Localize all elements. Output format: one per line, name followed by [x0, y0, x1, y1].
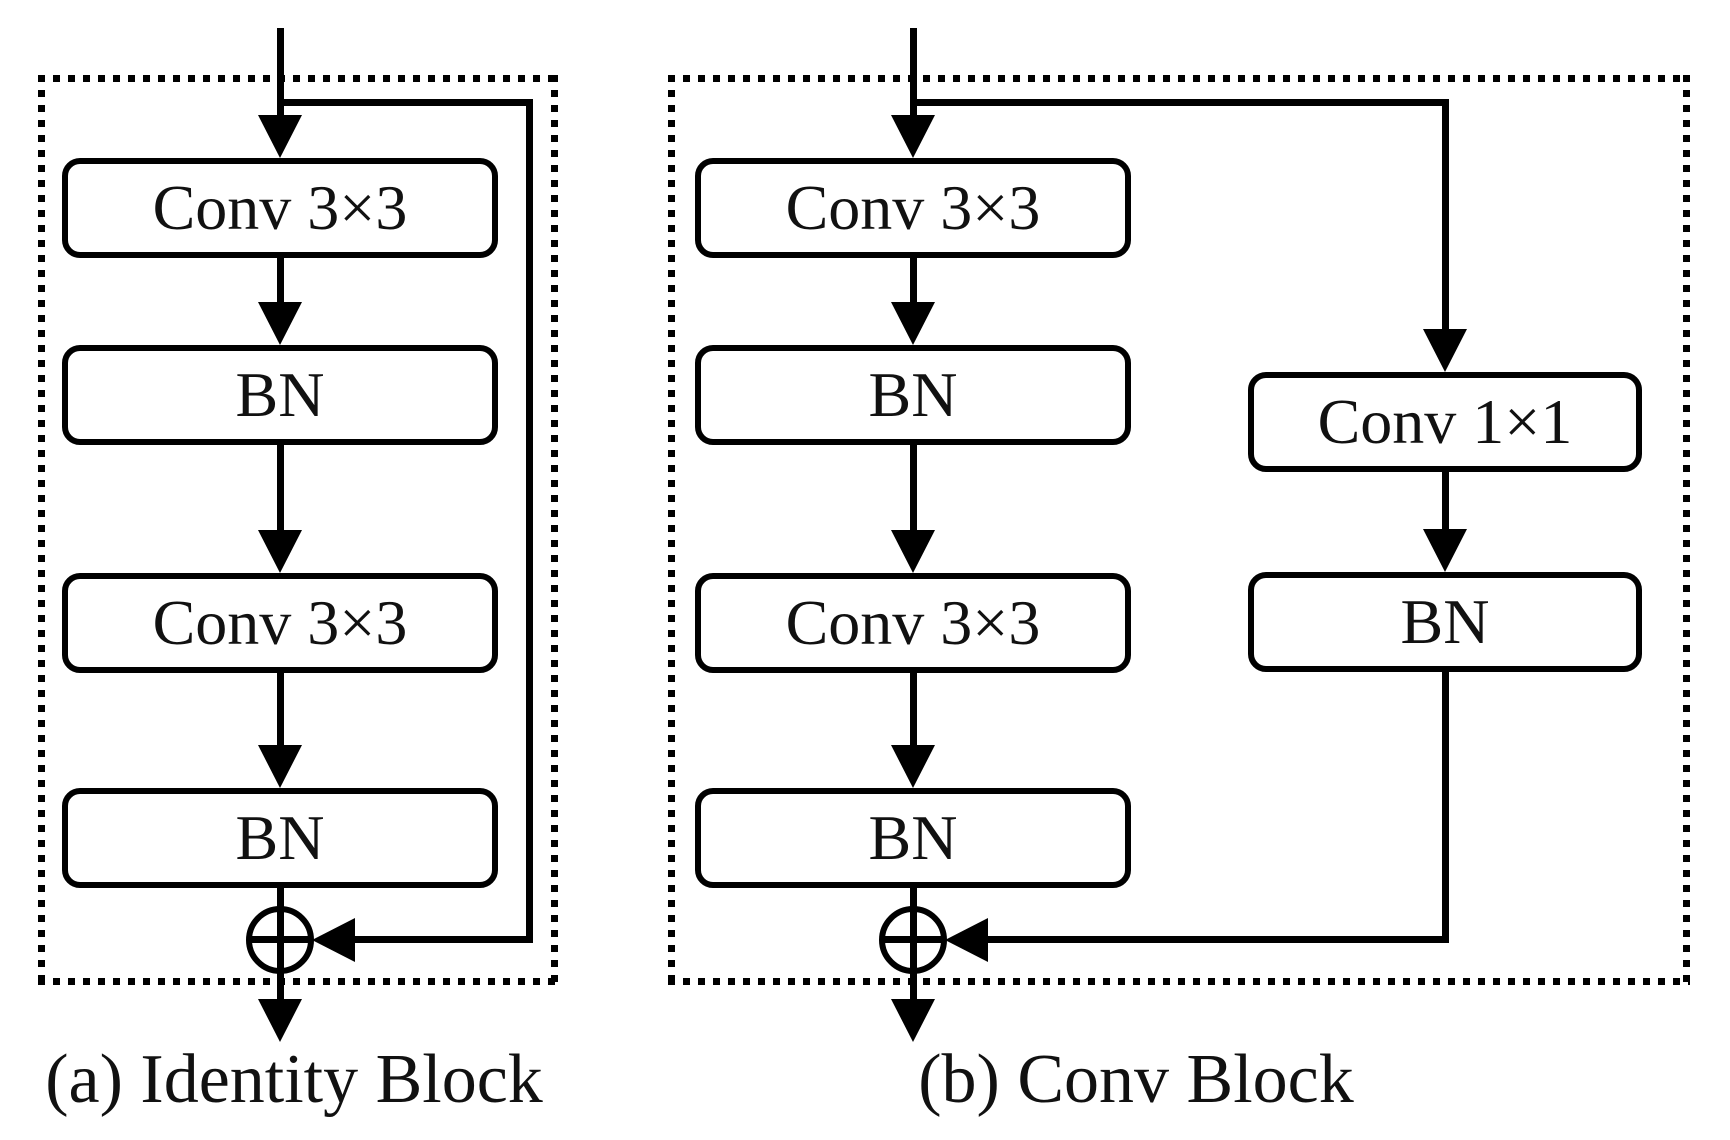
- conv3x3-box: Conv 3×3: [62, 573, 498, 673]
- output-line: [910, 888, 917, 1005]
- skip-connection-top-line: [280, 99, 533, 106]
- connector-line: [910, 445, 917, 533]
- down-arrowhead-icon: [891, 745, 935, 788]
- conv3x3-box: Conv 3×3: [695, 158, 1131, 258]
- skip-arrowhead-icon: [312, 918, 355, 962]
- conv3x3-label: Conv 3×3: [152, 587, 408, 658]
- bn-box: BN: [1248, 572, 1642, 672]
- bn-label: BN: [868, 359, 958, 430]
- bn-box: BN: [695, 788, 1131, 888]
- output-arrowhead-icon: [258, 999, 302, 1042]
- shortcut-top-line: [913, 99, 1449, 106]
- bn-box: BN: [695, 345, 1131, 445]
- connector-line: [277, 445, 284, 533]
- bn-box: BN: [62, 788, 498, 888]
- output-line: [277, 888, 284, 1005]
- bn-box: BN: [62, 345, 498, 445]
- conv1x1-label: Conv 1×1: [1317, 386, 1573, 457]
- bn-label: BN: [235, 802, 325, 873]
- down-arrowhead-icon: [258, 530, 302, 573]
- dotted-border-bottom: [668, 978, 1690, 985]
- connector-line: [1442, 472, 1449, 532]
- down-arrowhead-icon: [258, 745, 302, 788]
- dotted-border-left: [38, 75, 45, 985]
- down-arrowhead-icon: [891, 302, 935, 345]
- skip-connection-bottom-line: [352, 936, 533, 943]
- dotted-border-top: [38, 75, 558, 82]
- input-arrowhead-icon: [258, 115, 302, 158]
- dotted-border-right: [551, 75, 558, 985]
- shortcut-arrowhead-icon: [945, 918, 988, 962]
- down-arrowhead-icon: [1423, 529, 1467, 572]
- skip-connection-vertical-line: [526, 99, 533, 943]
- connector-line: [910, 258, 917, 308]
- bn-label: BN: [235, 359, 325, 430]
- dotted-border-left: [668, 75, 675, 985]
- input-arrowhead-icon: [891, 115, 935, 158]
- shortcut-vertical-line: [1442, 99, 1449, 330]
- conv3x3-label: Conv 3×3: [152, 172, 408, 243]
- output-arrowhead-icon: [891, 999, 935, 1042]
- dotted-border-right: [1683, 75, 1690, 985]
- conv3x3-label: Conv 3×3: [785, 172, 1041, 243]
- input-arrow-line: [277, 28, 284, 125]
- input-arrow-line: [910, 28, 917, 125]
- dotted-border-bottom: [38, 978, 558, 985]
- down-arrowhead-icon: [258, 302, 302, 345]
- diagram-b-caption: (b) Conv Block: [918, 1041, 1354, 1118]
- conv3x3-label: Conv 3×3: [785, 587, 1041, 658]
- down-arrowhead-icon: [891, 530, 935, 573]
- connector-line: [277, 673, 284, 748]
- shortcut-arrowhead-icon: [1423, 329, 1467, 372]
- conv1x1-box: Conv 1×1: [1248, 372, 1642, 472]
- conv3x3-box: Conv 3×3: [695, 573, 1131, 673]
- bn-label: BN: [1400, 586, 1490, 657]
- bn-label: BN: [868, 802, 958, 873]
- diagram-a-caption: (a) Identity Block: [45, 1041, 543, 1118]
- shortcut-bottom-line: [985, 936, 1446, 943]
- dotted-border-top: [668, 75, 1690, 82]
- connector-line: [910, 673, 917, 748]
- shortcut-down-line: [1442, 672, 1449, 943]
- conv3x3-box: Conv 3×3: [62, 158, 498, 258]
- connector-line: [277, 258, 284, 308]
